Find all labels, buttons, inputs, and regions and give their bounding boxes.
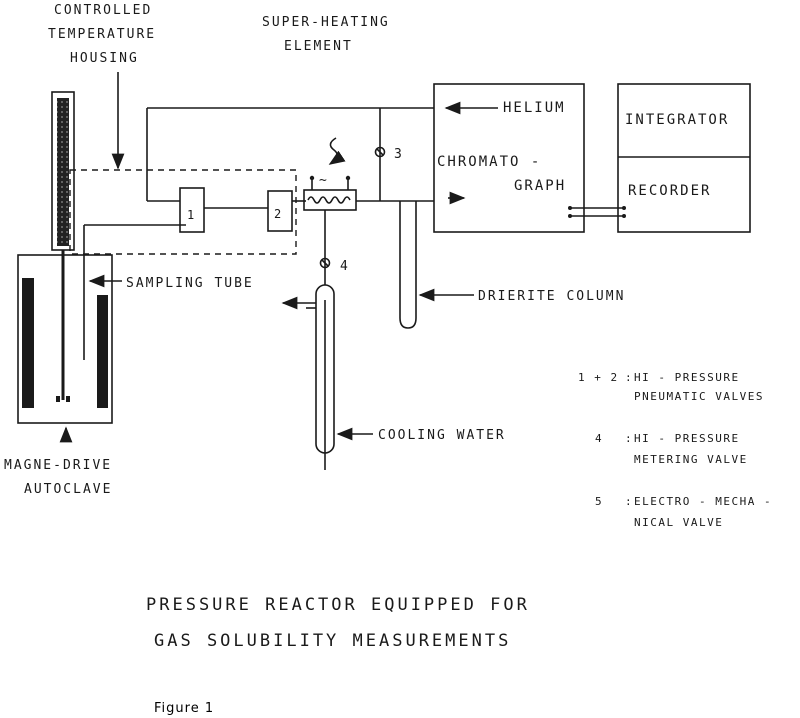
left-heater-band bbox=[22, 278, 34, 408]
legend-2-line1: HI - PRESSURE bbox=[634, 432, 740, 445]
valve-4-label: 4 bbox=[340, 259, 350, 274]
valve-1-label: 1 bbox=[187, 208, 196, 222]
legend-2-line2: METERING VALVE bbox=[634, 453, 748, 466]
magne-drive-autoclave bbox=[17, 91, 113, 443]
drive-magnet-stack bbox=[57, 98, 69, 246]
recorder-label: RECORDER bbox=[628, 183, 711, 199]
legend-sep-3: : bbox=[625, 495, 633, 508]
signal-terminal-c bbox=[622, 206, 626, 210]
autoclave-vessel bbox=[17, 254, 113, 424]
valve-3-label: 3 bbox=[394, 147, 404, 162]
legend-sep-2: : bbox=[625, 432, 633, 445]
magne-drive-label: MAGNE-DRIVE bbox=[4, 458, 112, 473]
super-heating-pointer bbox=[328, 137, 346, 165]
signal-terminal-a bbox=[568, 206, 572, 210]
housing-label: HOUSING bbox=[70, 51, 139, 66]
heater-coil bbox=[307, 196, 351, 204]
heater-coil-box bbox=[303, 189, 357, 211]
heater-terminal-left bbox=[309, 175, 315, 181]
chromatograph-box bbox=[433, 83, 585, 233]
valve-4-symbol bbox=[319, 257, 331, 269]
valve-4-mark bbox=[321, 259, 329, 267]
super-heating-element bbox=[303, 137, 357, 211]
impeller-blade-right bbox=[66, 396, 70, 402]
figure-label: Figure 1 bbox=[154, 701, 214, 716]
valve-3-symbol bbox=[374, 146, 386, 158]
impeller-blade-left bbox=[56, 396, 60, 402]
valve-3-mark bbox=[376, 148, 384, 156]
super-heating-label: SUPER-HEATING bbox=[262, 15, 390, 30]
legend-3-line1: ELECTRO - MECHA - bbox=[634, 495, 772, 508]
signal-terminal-d bbox=[622, 214, 626, 218]
legend-key-3: 5 bbox=[595, 495, 603, 508]
valve-2-label: 2 bbox=[274, 207, 283, 221]
sampling-tube-label: SAMPLING TUBE bbox=[126, 276, 254, 291]
legend-3-line2: NICAL VALVE bbox=[634, 516, 723, 529]
graph-label: GRAPH bbox=[514, 178, 566, 194]
drierite-column-u-tube bbox=[399, 201, 417, 329]
valve-2-body bbox=[267, 190, 293, 232]
autoclave-label: AUTOCLAVE bbox=[24, 482, 112, 497]
cooling-water-label: COOLING WATER bbox=[378, 428, 506, 443]
valve-1-body bbox=[179, 187, 205, 233]
integrator-recorder-box bbox=[617, 83, 751, 233]
element-label: ELEMENT bbox=[284, 39, 353, 54]
right-heater-band bbox=[97, 295, 108, 408]
legend-1-line2: PNEUMATIC VALVES bbox=[634, 390, 764, 403]
controlled-temperature-housing-box bbox=[69, 169, 297, 255]
temperature-label: TEMPERATURE bbox=[48, 27, 156, 42]
chromato-label: CHROMATO - bbox=[437, 154, 541, 170]
legend-key-2: 4 bbox=[595, 432, 603, 445]
heater-terminal-right bbox=[345, 175, 351, 181]
heater-symbol-label: ~ bbox=[319, 173, 329, 188]
integrator-label: INTEGRATOR bbox=[625, 112, 729, 128]
signal-terminal-b bbox=[568, 214, 572, 218]
legend-1-line1: HI - PRESSURE bbox=[634, 371, 740, 384]
caption-line-1: PRESSURE REACTOR EQUIPPED FOR bbox=[146, 595, 530, 615]
drierite-column-label: DRIERITE COLUMN bbox=[478, 289, 625, 304]
caption-line-2: GAS SOLUBILITY MEASUREMENTS bbox=[154, 631, 511, 651]
controlled-label: CONTROLLED bbox=[54, 3, 152, 18]
legend-sep-1: : bbox=[625, 371, 633, 384]
helium-label: HELIUM bbox=[503, 100, 566, 116]
valve-legend: 1 + 2 : HI - PRESSURE PNEUMATIC VALVES 4… bbox=[578, 371, 772, 529]
legend-key-1: 1 + 2 bbox=[578, 371, 619, 384]
